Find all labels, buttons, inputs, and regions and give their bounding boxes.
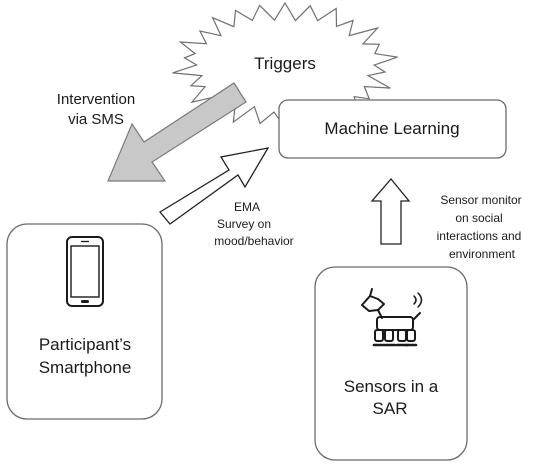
robot-dog-icon xyxy=(361,288,423,347)
sensor-monitor-line-2: on social xyxy=(455,211,502,225)
smartphone-box-frame xyxy=(6,223,163,420)
intervention-line-2: via SMS xyxy=(68,111,124,128)
smartphone-label-line-2: Smartphone xyxy=(39,358,132,377)
sar-box-frame xyxy=(314,266,468,461)
smartphone-icon xyxy=(66,236,104,307)
ema-line-1: EMA xyxy=(234,200,260,214)
intervention-arrow-shape xyxy=(107,82,247,182)
intervention-line-1: Intervention xyxy=(57,91,135,108)
triggers-label: Triggers xyxy=(254,54,316,73)
ema-line-3: mood/behavior xyxy=(214,234,293,248)
sensor-monitor-text: Sensor monitor on social interactions an… xyxy=(437,193,522,261)
ema-arrow xyxy=(159,147,270,225)
sensor-monitor-line-4: environment xyxy=(449,247,516,261)
intervention-text: Intervention via SMS xyxy=(57,91,135,128)
machine-learning-box: Machine Learning xyxy=(278,99,507,159)
smartphone-box: Participant’s Smartphone xyxy=(6,223,163,420)
sar-label-line-2: SAR xyxy=(373,399,408,418)
ema-text: EMA Survey on mood/behavior xyxy=(214,200,293,248)
sar-label-line-1: Sensors in a xyxy=(344,377,439,396)
ema-line-2: Survey on xyxy=(217,217,271,231)
sensor-arrow xyxy=(370,177,411,245)
sensor-monitor-line-1: Sensor monitor xyxy=(440,193,521,207)
machine-learning-box-frame xyxy=(278,99,507,159)
machine-learning-label: Machine Learning xyxy=(324,119,459,138)
sensor-arrow-shape xyxy=(370,177,411,245)
sensor-monitor-line-3: interactions and xyxy=(437,229,522,243)
intervention-arrow xyxy=(107,82,247,182)
sar-box: Sensors in a SAR xyxy=(314,266,468,461)
smartphone-label-line-1: Participant’s xyxy=(39,335,131,354)
ema-arrow-shape xyxy=(159,147,270,225)
